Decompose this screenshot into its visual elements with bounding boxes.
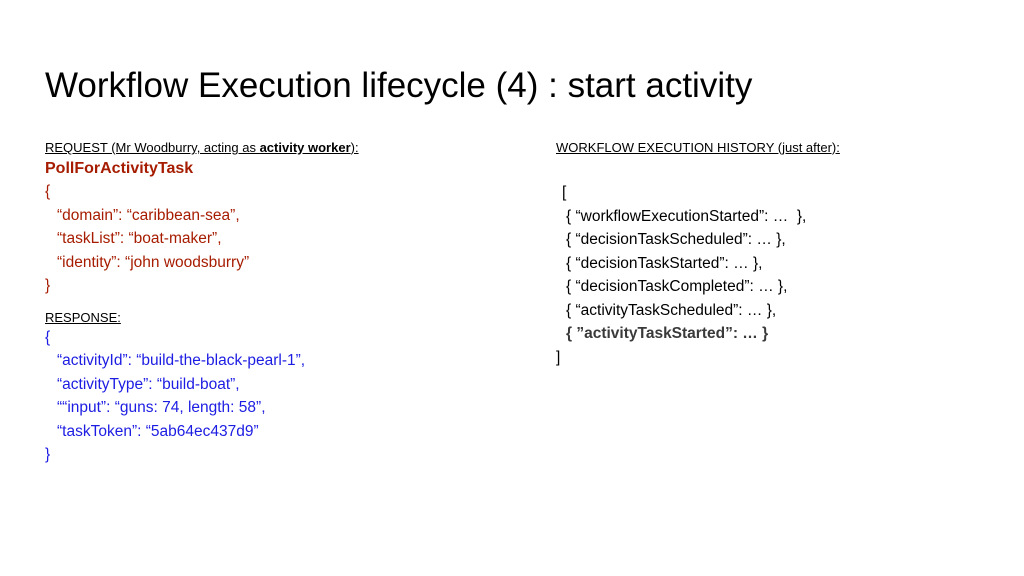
response-heading: RESPONSE:	[45, 309, 121, 325]
response-line-activityid: “activityId”: “build-the-black-pearl-1”,	[57, 352, 306, 369]
request-open-brace: {	[45, 183, 51, 200]
request-heading-suffix: ):	[350, 140, 359, 155]
response-line-input: ““input”: “guns: 74, length: 58”,	[57, 399, 266, 416]
request-response-column: REQUEST (Mr Woodburry, acting as activit…	[45, 140, 505, 467]
request-heading-prefix: REQUEST (Mr Woodburry, acting as	[45, 140, 260, 155]
response-open-brace: {	[45, 328, 51, 346]
spacer	[45, 298, 505, 310]
response-close-brace: }	[45, 446, 51, 463]
history-item: { “workflowExecutionStarted”: … },	[566, 207, 807, 225]
history-open-bracket: [	[562, 184, 567, 201]
slide-title: Workflow Execution lifecycle (4) : start…	[45, 66, 753, 105]
request-line-identity: “identity”: “john woodsburry”	[57, 253, 250, 271]
history-column: WORKFLOW EXECUTION HISTORY (just after):…	[556, 140, 996, 369]
history-item: { “decisionTaskStarted”: … },	[566, 254, 763, 272]
history-item-highlighted: { ”activityTaskStarted”: … }	[566, 325, 769, 342]
request-close-brace: }	[45, 277, 51, 294]
request-heading-role: activity worker	[259, 140, 351, 155]
history-item: { “decisionTaskCompleted”: … },	[566, 278, 788, 295]
history-item: { “decisionTaskScheduled”: … },	[566, 231, 786, 248]
request-line-tasklist: “taskList”: “boat-maker”,	[57, 230, 222, 247]
request-method: PollForActivityTask	[45, 160, 194, 177]
response-line-activitytype: “activityType”: “build-boat”,	[57, 375, 240, 393]
request-line-domain: “domain”: “caribbean-sea”,	[57, 206, 240, 224]
history-heading: WORKFLOW EXECUTION HISTORY (just after):	[556, 140, 840, 155]
history-close-bracket: ]	[556, 348, 561, 366]
history-item: { “activityTaskScheduled”: … },	[566, 301, 777, 319]
response-line-tasktoken: “taskToken”: “5ab64ec437d9”	[57, 422, 259, 440]
request-heading: REQUEST (Mr Woodburry, acting as activit…	[45, 140, 505, 156]
